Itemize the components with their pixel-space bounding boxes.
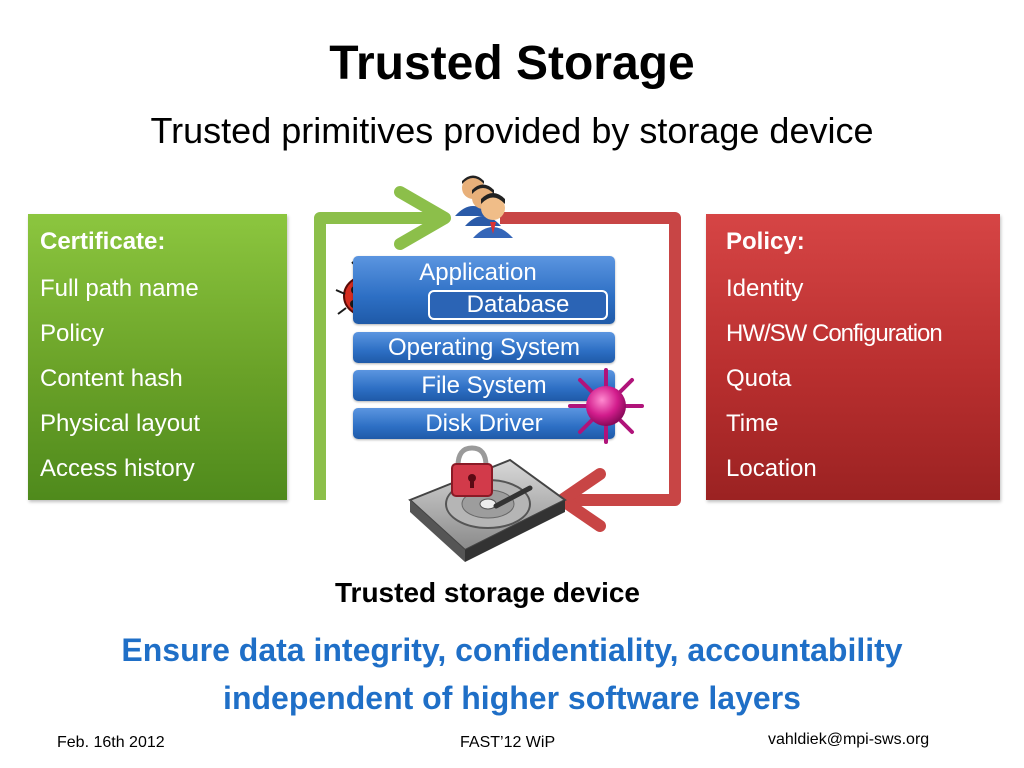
policy-item: Location: [726, 455, 817, 482]
policy-item: Quota: [726, 365, 792, 392]
disk-driver-layer: Disk Driver: [353, 408, 615, 439]
certificate-item: Full path name: [40, 275, 199, 302]
policy-item: Identity: [726, 275, 804, 302]
green-arrowhead: [394, 186, 451, 250]
device-label: Trusted storage device: [334, 577, 640, 608]
slide-subtitle: Trusted primitives provided by storage d…: [150, 110, 874, 151]
red-flow-arrow: [500, 212, 681, 506]
file-system-layer: File System: [353, 370, 615, 401]
footer-venue: FAST’12 WiP: [460, 734, 556, 751]
flow-arrows: [314, 186, 681, 532]
footer-date: Feb. 16th 2012: [57, 734, 165, 751]
tagline-line-1: Ensure data integrity, confidentiality, …: [121, 632, 903, 668]
certificate-item: Physical layout: [40, 410, 201, 437]
virus-icon: [568, 368, 644, 444]
green-flow-arrow: [314, 212, 440, 500]
tagline-line-2: independent of higher software layers: [223, 680, 801, 716]
application-label: Application: [419, 259, 537, 286]
policy-item: Time: [726, 410, 779, 437]
certificate-panel: Certificate: Full path name Policy Conte…: [28, 214, 287, 500]
users-icon: [455, 175, 513, 238]
storage-stack-diagram: Application Database Operating System Fi…: [300, 170, 700, 562]
policy-list: Identity HW/SW Configuration Quota Time …: [726, 266, 988, 491]
policy-heading: Policy:: [726, 228, 805, 255]
tagline: Ensure data integrity, confidentiality, …: [0, 626, 1024, 722]
slide-title: Trusted Storage: [329, 37, 695, 90]
certificate-heading: Certificate:: [40, 228, 166, 255]
policy-item: HW/SW Configuration: [726, 320, 943, 347]
policy-panel: Policy: Identity HW/SW Configuration Quo…: [706, 214, 1000, 500]
certificate-item: Content hash: [40, 365, 183, 392]
certificate-item: Policy: [40, 320, 105, 347]
database-box: Database: [428, 290, 608, 320]
certificate-item: Access history: [40, 455, 195, 482]
operating-system-layer: Operating System: [353, 332, 615, 363]
certificate-list: Full path name Policy Content hash Physi…: [40, 266, 275, 491]
footer-email: vahldiek@mpi-sws.org: [768, 731, 930, 748]
locked-hard-drive-icon: [408, 445, 567, 562]
